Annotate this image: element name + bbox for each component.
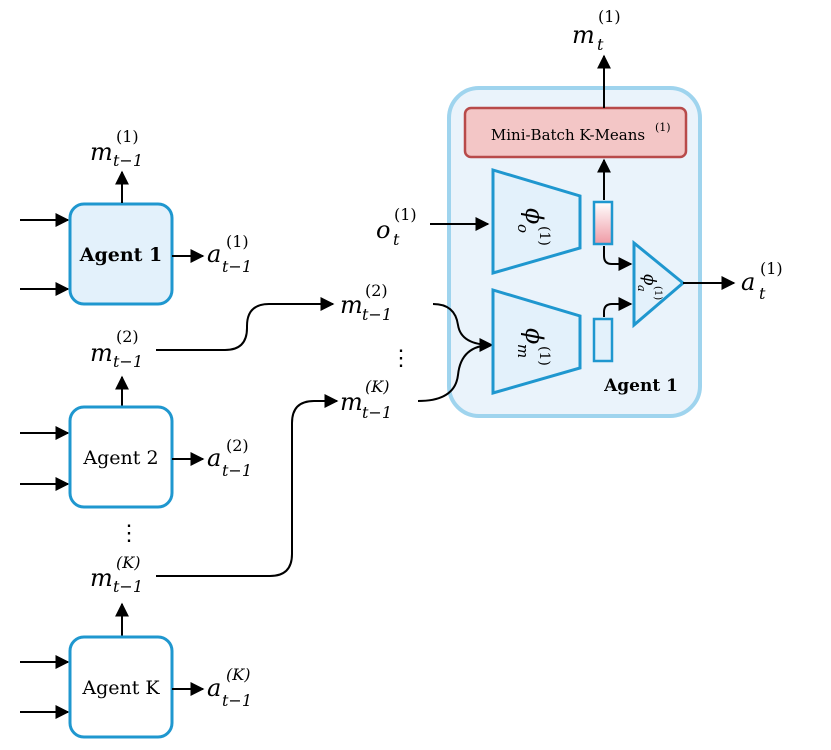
svg-text:(K): (K) [365, 377, 389, 396]
agent-1-action-label: a (1) t−1 [207, 232, 252, 276]
svg-text:a: a [635, 285, 648, 292]
svg-text:a: a [207, 444, 221, 472]
phi-m-encoder [491, 287, 582, 395]
svg-text:(2): (2) [116, 327, 139, 346]
svg-text:o: o [514, 224, 532, 233]
message-embedding-to-policy-arrow [603, 297, 633, 317]
svg-text:(2): (2) [365, 281, 388, 300]
svg-text:(1): (1) [226, 232, 249, 251]
svg-text:o: o [376, 216, 390, 244]
agent-2-box [68, 405, 174, 509]
svg-text:(1): (1) [598, 7, 621, 26]
output-message-label: m (1) t [572, 7, 621, 54]
phi-o-label: ϕ o (1) [514, 208, 552, 246]
kmeans-label: Mini-Batch K-Means [491, 126, 645, 144]
message-2-into-phi-m [432, 303, 494, 352]
phi-a-label: ϕ a (1) [635, 274, 663, 300]
agent-2-label: Agent 2 [82, 447, 158, 469]
action-output-label: a (1) t [741, 259, 783, 303]
phi-m-label: ϕ m (1) [514, 328, 552, 366]
svg-text:m: m [514, 344, 532, 358]
svg-text:a: a [741, 268, 755, 296]
svg-text:m: m [90, 339, 113, 367]
agent-k-box [68, 635, 174, 739]
svg-text:(2): (2) [226, 436, 249, 455]
svg-text:m: m [340, 388, 363, 416]
svg-text:m: m [90, 564, 113, 592]
phi-o-encoder [491, 167, 582, 275]
agent-k-action-label: a (K) t−1 [207, 665, 252, 710]
svg-text:t−1: t−1 [362, 403, 392, 422]
agent-1-message-label: m (1) t−1 [90, 127, 143, 170]
kmeans-superscript: (1) [655, 121, 671, 134]
svg-text:(1): (1) [536, 346, 552, 366]
svg-text:t−1: t−1 [362, 305, 392, 324]
svg-text:t−1: t−1 [113, 352, 143, 371]
agent-1-box [68, 202, 174, 306]
received-message-2-label: m (2) t−1 [340, 281, 392, 324]
received-message-k-label: m (K) t−1 [340, 377, 392, 422]
message-2-route [156, 297, 335, 351]
svg-text:(1): (1) [536, 226, 552, 246]
detail-agent-label: Agent 1 [603, 376, 678, 396]
svg-text:(1): (1) [394, 205, 417, 224]
embedding-to-policy-arrow [603, 246, 633, 271]
message-k-into-phi-m [417, 344, 493, 402]
svg-text:t−1: t−1 [113, 577, 143, 596]
agent-2-message-label: m (2) t−1 [90, 327, 143, 371]
phi-a-policy [632, 239, 686, 329]
svg-text:t: t [759, 284, 766, 303]
observation-label: o (1) t [376, 205, 417, 249]
svg-text:t: t [393, 230, 400, 249]
svg-text:t: t [597, 35, 604, 54]
agents-ellipsis: ⋮ [118, 521, 140, 546]
svg-text:a: a [207, 240, 221, 268]
svg-text:t−1: t−1 [222, 691, 252, 710]
svg-text:(K): (K) [116, 553, 140, 572]
agent-1-label: Agent 1 [79, 244, 163, 266]
message-embedding [592, 317, 614, 363]
svg-text:m: m [572, 21, 595, 49]
svg-text:(1): (1) [116, 127, 139, 146]
agent-k-message-label: m (K) t−1 [90, 553, 143, 596]
svg-text:ϕ: ϕ [520, 328, 548, 344]
message-k-route [156, 394, 339, 577]
agent-k-label: Agent K [81, 677, 160, 699]
svg-text:t−1: t−1 [113, 151, 143, 170]
observation-embedding [592, 200, 614, 246]
svg-text:m: m [90, 138, 113, 166]
svg-text:(K): (K) [226, 665, 250, 684]
received-messages-ellipsis: ⋮ [390, 346, 412, 371]
svg-text:m: m [340, 291, 363, 319]
svg-text:ϕ: ϕ [520, 208, 548, 224]
agent-2-action-label: a (2) t−1 [207, 436, 252, 480]
svg-text:(1): (1) [652, 286, 663, 300]
svg-text:(1): (1) [760, 259, 783, 278]
kmeans-box [463, 106, 688, 159]
svg-text:t−1: t−1 [222, 461, 252, 480]
svg-text:t−1: t−1 [222, 257, 252, 276]
svg-text:a: a [207, 674, 221, 702]
svg-text:ϕ: ϕ [639, 274, 659, 286]
